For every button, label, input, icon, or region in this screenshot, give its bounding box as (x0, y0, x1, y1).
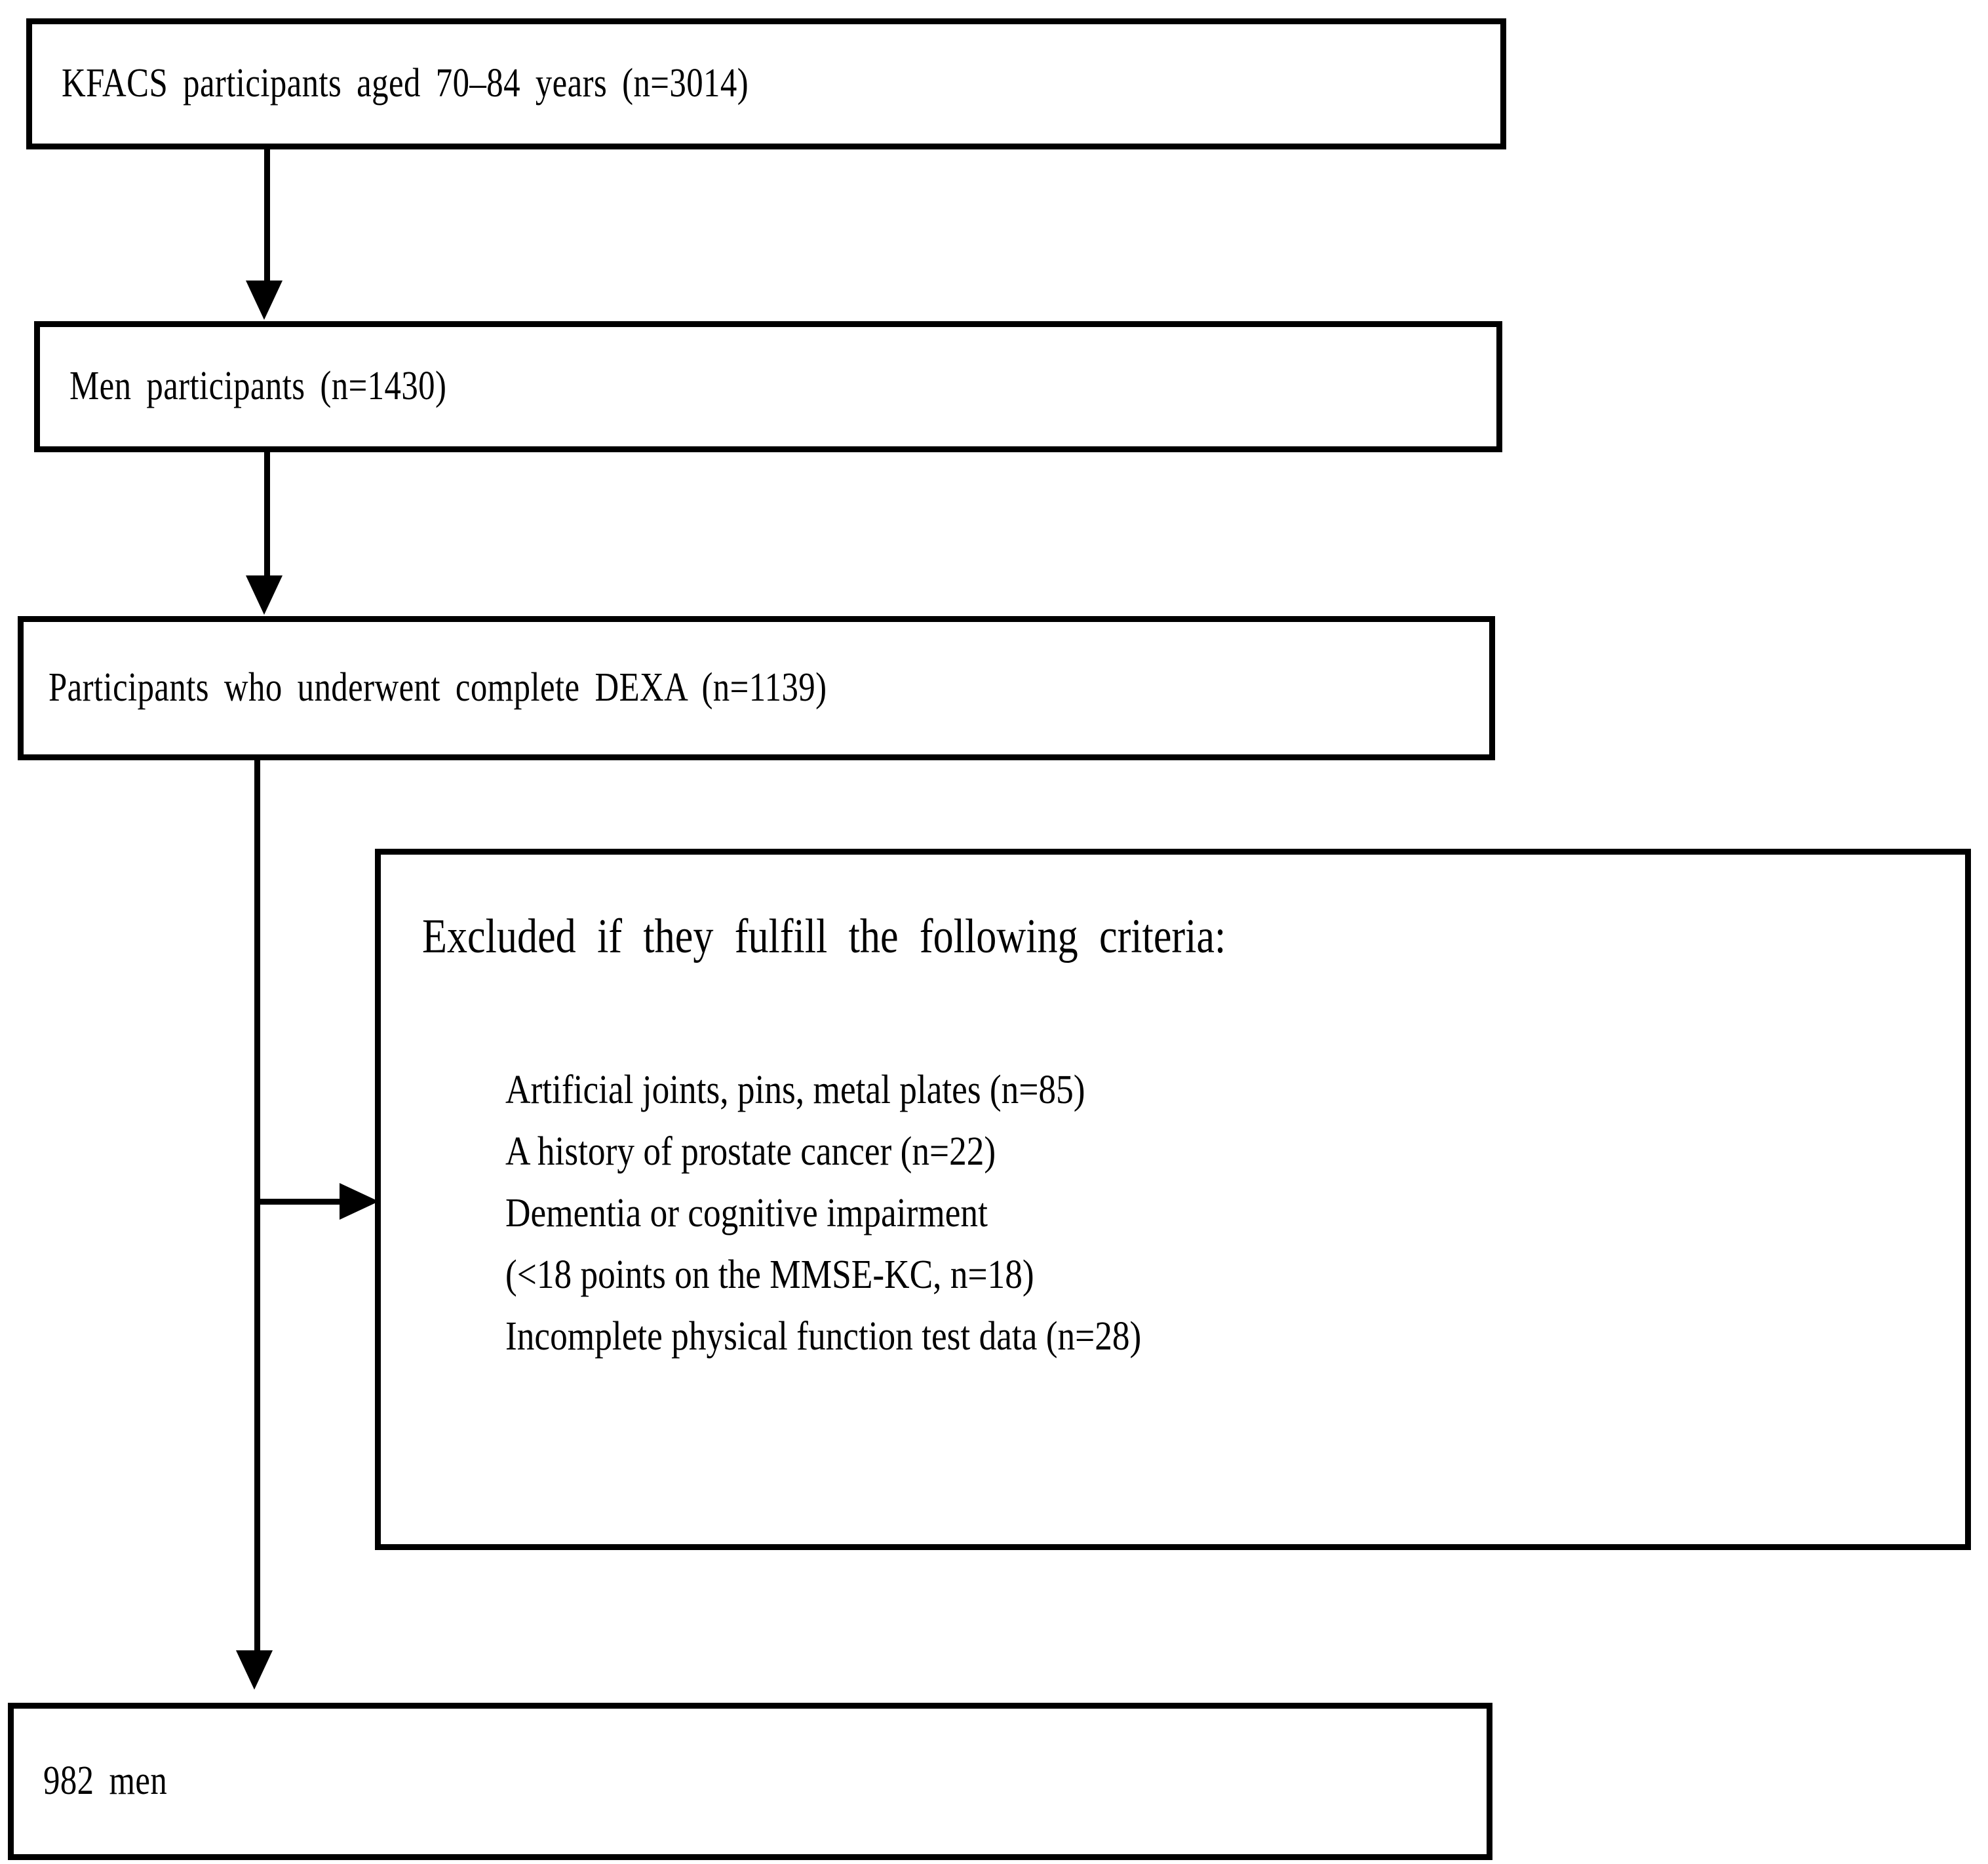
flow-box-cohort: KFACS participants aged 70–84 years (n=3… (26, 18, 1506, 149)
connector-men-to-dexa-arrowhead-icon (246, 575, 283, 615)
exclusion-criteria-heading: Excluded if they fulfill the following c… (422, 910, 1226, 963)
exclusion-criteria-item: Artificial joints, pins, metal plates (n… (505, 1068, 1085, 1112)
exclusion-criteria-item: (<18 points on the MMSE-KC, n=18) (505, 1252, 1034, 1297)
flow-box-final-sample-label: 982 men (43, 1758, 168, 1804)
exclusion-criteria-item: Incomplete physical function test data (… (505, 1314, 1142, 1359)
connector-dexa-to-exclusion-arrowhead-icon (340, 1183, 379, 1220)
exclusion-criteria-item: A history of prostate cancer (n=22) (505, 1129, 996, 1174)
flow-box-dexa: Participants who underwent complete DEXA… (18, 616, 1495, 760)
connector-dexa-to-final-arrowhead-icon (236, 1650, 273, 1690)
flow-box-exclusion-criteria: Excluded if they fulfill the following c… (375, 849, 1971, 1550)
connector-cohort-to-men-line (264, 149, 270, 282)
flow-box-dexa-label: Participants who underwent complete DEXA… (49, 665, 827, 710)
connector-dexa-to-final-line (254, 760, 260, 1652)
flow-box-final-sample: 982 men (8, 1703, 1492, 1860)
connector-dexa-to-exclusion-line (260, 1199, 344, 1205)
flow-box-men: Men participants (n=1430) (34, 321, 1502, 452)
connector-men-to-dexa-line (264, 452, 270, 577)
exclusion-criteria-item: Dementia or cognitive impairment (505, 1191, 988, 1235)
connector-cohort-to-men-arrowhead-icon (246, 281, 283, 320)
flow-box-cohort-label: KFACS participants aged 70–84 years (n=3… (62, 61, 749, 106)
flow-box-men-label: Men participants (n=1430) (69, 364, 447, 409)
exclusion-criteria-list: Artificial joints, pins, metal plates (n… (505, 1070, 1245, 1378)
